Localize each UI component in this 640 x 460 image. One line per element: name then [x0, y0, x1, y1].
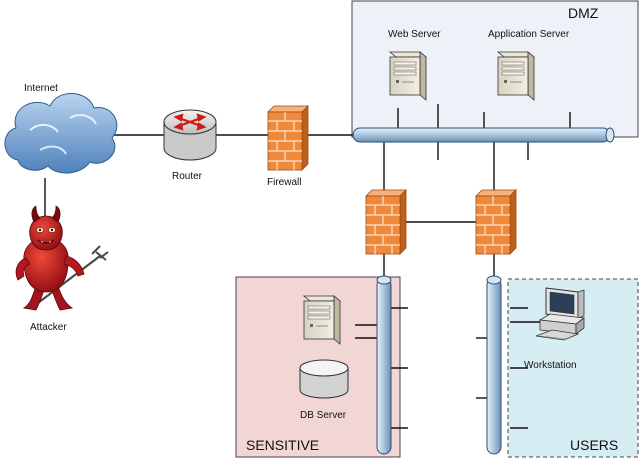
workstation-label: Workstation [524, 360, 577, 371]
users-zone-label: USERS [570, 437, 618, 453]
internet-cloud-icon [4, 93, 118, 174]
application-server-icon [497, 51, 535, 101]
dmz-bus [352, 127, 615, 143]
internet-label: Internet [24, 83, 58, 94]
firewall-icon [267, 105, 309, 171]
application-server-label: Application Server [488, 29, 570, 40]
dmz-zone-label: DMZ [568, 5, 599, 21]
sensitive-bus [376, 275, 392, 455]
web-server-icon [389, 51, 427, 101]
sensitive-firewall-icon [365, 189, 407, 255]
router-icon [163, 109, 217, 161]
database-icon [299, 359, 349, 399]
users-bus [486, 275, 502, 455]
workstation-icon [535, 287, 586, 341]
db-server-tower-icon [303, 295, 341, 345]
attacker-devil-icon [15, 205, 109, 311]
sensitive-zone-label: SENSITIVE [246, 437, 319, 453]
users-firewall-icon [475, 189, 517, 255]
web-server-label: Web Server [388, 29, 441, 40]
router-label: Router [172, 171, 203, 182]
db-server-label: DB Server [300, 410, 347, 421]
firewall-label: Firewall [267, 177, 301, 188]
attacker-label: Attacker [30, 322, 67, 333]
